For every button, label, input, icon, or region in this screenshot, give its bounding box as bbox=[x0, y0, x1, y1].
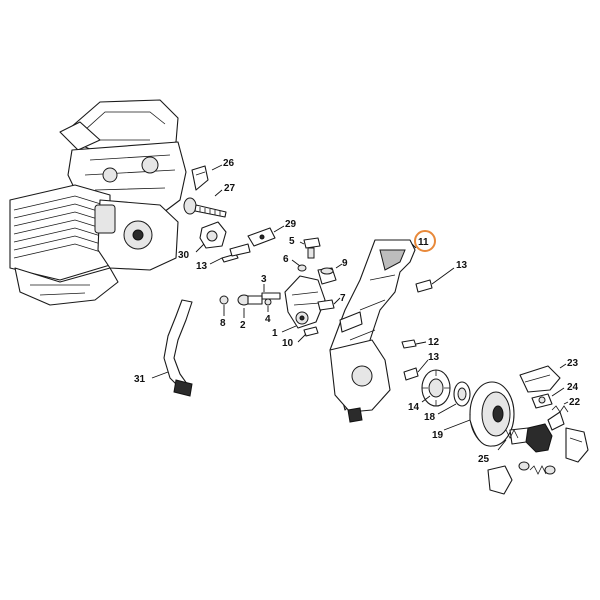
part-27 bbox=[183, 197, 227, 218]
callout-30: 30 bbox=[178, 250, 190, 261]
part-12 bbox=[401, 339, 417, 349]
callout-19: 19 bbox=[432, 430, 444, 441]
callout-2: 2 bbox=[240, 320, 246, 331]
spring-22 bbox=[551, 405, 569, 413]
spring-25 bbox=[501, 429, 519, 439]
sprocket-14 bbox=[421, 369, 451, 407]
part-10 bbox=[303, 326, 319, 337]
callout-13-left: 13 bbox=[196, 261, 208, 272]
leader-lines bbox=[151, 164, 569, 451]
callout-25: 25 bbox=[478, 454, 490, 465]
callout-29: 29 bbox=[285, 219, 297, 230]
part-24 bbox=[531, 393, 553, 409]
part-30 bbox=[199, 221, 227, 249]
callout-5: 5 bbox=[289, 236, 295, 247]
callout-18: 18 bbox=[424, 412, 436, 423]
part-3 bbox=[261, 292, 281, 300]
callout-3: 3 bbox=[261, 274, 267, 285]
callout-9: 9 bbox=[342, 258, 348, 269]
callout-23: 23 bbox=[567, 358, 579, 369]
clutch-drum-19 bbox=[469, 381, 515, 447]
part-5 bbox=[303, 237, 321, 259]
part-6 bbox=[297, 264, 307, 272]
part-4 bbox=[264, 298, 272, 306]
part-26 bbox=[191, 165, 209, 191]
spring-lower bbox=[529, 465, 547, 475]
callout-22: 22 bbox=[569, 397, 581, 408]
engine-assembly bbox=[9, 99, 187, 306]
callout-11[interactable]: 11 bbox=[418, 237, 429, 248]
callout-24: 24 bbox=[567, 382, 579, 393]
callout-1: 1 bbox=[272, 328, 278, 339]
clutch-hub bbox=[509, 411, 565, 453]
callout-7: 7 bbox=[340, 293, 346, 304]
clutch-washer bbox=[518, 461, 556, 475]
screw-13-right-upper bbox=[415, 279, 433, 293]
callout-labels: 26 27 29 30 13 5 6 9 7 3 2 4 8 1 10 11 1… bbox=[134, 158, 581, 465]
screw-13-right-lower bbox=[403, 367, 419, 381]
clutch-shoe-lower bbox=[487, 465, 513, 495]
part-8 bbox=[219, 295, 229, 305]
clutch-shoe-right bbox=[565, 427, 589, 463]
callout-26: 26 bbox=[223, 158, 235, 169]
callout-8: 8 bbox=[220, 318, 226, 329]
callout-13-right-lower: 13 bbox=[428, 352, 440, 363]
sprocket-cover-11 bbox=[329, 239, 416, 423]
callout-12: 12 bbox=[428, 337, 440, 348]
clutch-shoe-23 bbox=[519, 365, 561, 393]
screw-13-left bbox=[221, 243, 251, 263]
part-9 bbox=[317, 267, 337, 285]
callout-14: 14 bbox=[408, 402, 420, 413]
part-31 bbox=[163, 299, 193, 397]
callout-27: 27 bbox=[224, 183, 236, 194]
callout-31: 31 bbox=[134, 374, 146, 385]
bearing-18 bbox=[453, 381, 471, 407]
oil-pump bbox=[284, 275, 335, 329]
part-29 bbox=[247, 227, 276, 247]
callout-6: 6 bbox=[283, 254, 289, 265]
callout-10: 10 bbox=[282, 338, 294, 349]
part-2 bbox=[237, 294, 263, 306]
callout-11-highlight[interactable] bbox=[414, 230, 436, 252]
callout-13-right-upper: 13 bbox=[456, 260, 468, 271]
callout-4: 4 bbox=[265, 314, 271, 325]
